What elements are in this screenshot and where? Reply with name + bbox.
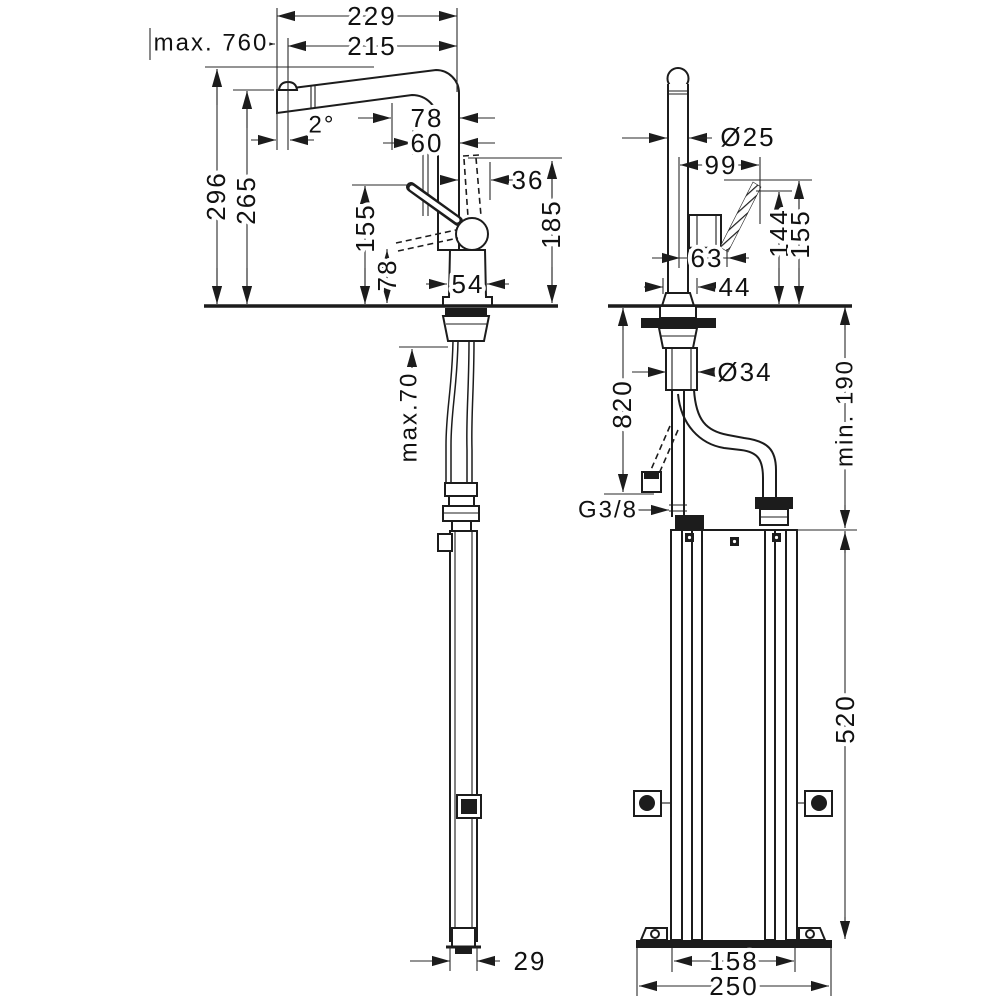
dim-front-thread: G3/8: [574, 493, 669, 528]
dim-front-body-diameter: Ø25: [622, 118, 778, 156]
dim-label-78v: 78: [372, 259, 402, 292]
dim-front-clearance: min. 190: [828, 307, 863, 528]
front-wall-clip-left: [633, 790, 671, 817]
dim-front-handle-height-a: 144: [760, 192, 798, 304]
front-wall-clip-right: [797, 790, 833, 817]
dim-front-base-width: 44: [644, 268, 753, 306]
dim-label-296: 296: [201, 171, 231, 220]
dim-side-height-handle-low: 78: [368, 249, 406, 303]
dim-label-60: 60: [411, 128, 444, 158]
dim-side-spout-angle: 2°: [251, 108, 337, 146]
dim-side-height-handle-top: 185: [532, 161, 570, 303]
side-mounting-box: [437, 530, 482, 954]
front-faucet-body: [660, 67, 762, 307]
dim-side-base-width: 54: [426, 265, 509, 303]
dim-label-36: 36: [512, 165, 545, 195]
dim-side-depth-60: 60: [383, 124, 495, 162]
dim-label-min190: min. 190: [832, 359, 859, 467]
side-view: 229 215 max. 760 2° 78: [149, 0, 570, 980]
front-base: [660, 292, 696, 307]
side-extension-lines: [205, 8, 562, 971]
dim-side-reach-inner: 215: [288, 27, 457, 65]
dim-label-99: 99: [705, 150, 738, 180]
dim-label-820: 820: [607, 379, 637, 428]
dim-side-height-spout: 265: [227, 91, 265, 304]
dim-label-max760: max. 760: [154, 30, 269, 57]
side-ball-joint: [455, 217, 489, 251]
front-mounting-box: [633, 529, 833, 948]
dim-label-215: 215: [347, 31, 396, 61]
dim-label-g38: G3/8: [578, 497, 638, 524]
dim-label-265: 265: [231, 175, 261, 224]
dim-label-63: 63: [691, 243, 724, 273]
dim-label-158: 158: [709, 946, 758, 976]
dim-side-height-total: 296: [197, 69, 235, 304]
dim-front-box-height: 520: [826, 531, 864, 939]
dim-label-155-side: 155: [350, 203, 380, 252]
dim-label-44: 44: [719, 272, 752, 302]
dim-front-hose-length: 820: [603, 308, 641, 492]
dim-front-handle-height-b: 155: [781, 181, 819, 304]
dim-front-shank-diameter: Ø34: [632, 353, 775, 391]
dim-label-d34: Ø34: [717, 357, 772, 387]
dim-front-handle-offset: 63: [652, 239, 749, 277]
front-handle-lever: [719, 181, 762, 253]
dim-front-base-plate-width: 250: [639, 967, 829, 1000]
dim-front-handle-length: 99: [680, 146, 759, 184]
dim-side-box-depth: 29: [410, 942, 548, 980]
side-faucet-body: [276, 68, 493, 307]
dim-side-pullout: max. 760: [149, 26, 275, 61]
dim-side-handle-offset: 36: [440, 161, 546, 199]
dim-label-229: 229: [347, 1, 396, 31]
dim-label-520: 520: [830, 694, 860, 743]
dim-label-d25: Ø25: [720, 122, 775, 152]
front-view: Ø25 99 144 155 63: [574, 67, 864, 1000]
front-extension-lines: [604, 157, 857, 996]
dim-side-reach-total: 229: [277, 0, 457, 35]
dim-label-2deg: 2°: [309, 112, 336, 139]
front-undercounter: [641, 305, 793, 530]
dim-side-deck-max: max.70: [392, 349, 427, 466]
dim-label-54: 54: [452, 269, 485, 299]
dim-label-144: 144: [764, 208, 794, 257]
dim-label-max70: max.70: [396, 372, 423, 463]
dim-label-185: 185: [536, 199, 566, 248]
dim-label-250: 250: [709, 971, 758, 1000]
dim-label-155-front: 155: [785, 209, 815, 258]
dim-side-depth-78: 78: [358, 99, 495, 137]
dim-front-box-width: 158: [674, 942, 794, 980]
side-undercounter: [441, 308, 491, 532]
dim-label-78h: 78: [411, 103, 444, 133]
front-shank: [665, 347, 698, 391]
dim-side-height-handle: 155: [346, 186, 384, 304]
dim-label-29: 29: [514, 946, 547, 976]
